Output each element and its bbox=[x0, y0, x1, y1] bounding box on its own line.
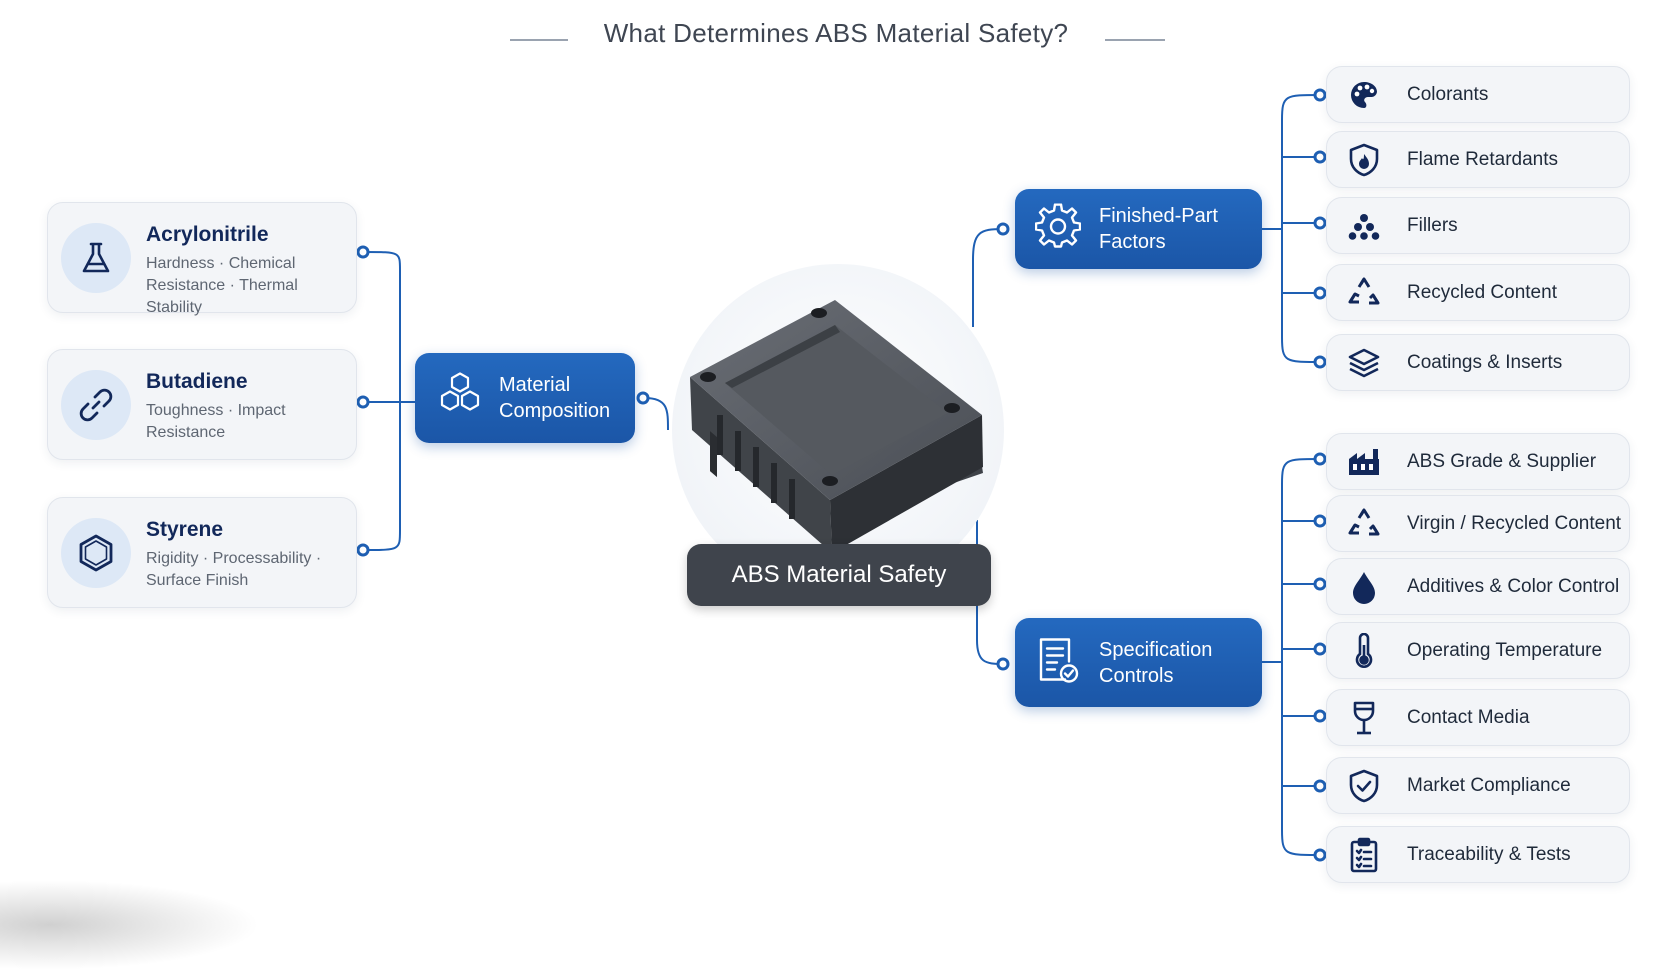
composition-card-acrylonitrile: Acrylonitrile Hardness · Chemical Resist… bbox=[47, 202, 357, 316]
factor-card-fillers: Fillers bbox=[1326, 197, 1630, 254]
control-label: Virgin / Recycled Content bbox=[1407, 512, 1622, 534]
title-rule-right bbox=[1105, 39, 1165, 41]
center-label: ABS Material Safety bbox=[687, 544, 991, 606]
composition-card-styrene: Styrene Rigidity · Processability · Surf… bbox=[47, 497, 357, 608]
connector-lines bbox=[356, 88, 1327, 862]
control-label: ABS Grade & Supplier bbox=[1407, 450, 1597, 472]
title-rule-left bbox=[510, 39, 568, 41]
control-card-additives-color: Additives & Color Control bbox=[1326, 558, 1630, 615]
factor-card-colorants: Colorants bbox=[1326, 66, 1630, 123]
factor-label: Fillers bbox=[1407, 214, 1458, 236]
composition-desc: Rigidity · Processability · Surface Fini… bbox=[146, 550, 322, 589]
factor-card-flame-retardants: Flame Retardants bbox=[1326, 131, 1630, 188]
wine-glass-icon bbox=[1347, 701, 1381, 735]
control-label: Operating Temperature bbox=[1407, 639, 1603, 661]
palette-icon bbox=[1347, 78, 1381, 112]
factor-label: Coatings & Inserts bbox=[1407, 351, 1563, 373]
hexagon-cluster-icon bbox=[435, 371, 485, 426]
thermometer-icon bbox=[1347, 632, 1381, 668]
recycle-icon bbox=[1347, 507, 1381, 541]
composition-title: Acrylonitrile bbox=[146, 223, 269, 246]
control-card-market-compliance: Market Compliance bbox=[1326, 757, 1630, 814]
factor-label: Recycled Content bbox=[1407, 281, 1557, 303]
control-card-virgin-recycled: Virgin / Recycled Content bbox=[1326, 495, 1630, 552]
hub-material-composition: Material Composition bbox=[415, 353, 635, 443]
hub-specification-controls: Specification Controls bbox=[1015, 618, 1262, 707]
control-label: Market Compliance bbox=[1407, 774, 1571, 796]
hub-label: Material Composition bbox=[499, 374, 611, 422]
factor-card-recycled-content: Recycled Content bbox=[1326, 264, 1630, 321]
control-label: Contact Media bbox=[1407, 706, 1530, 728]
factory-icon bbox=[1347, 445, 1381, 479]
shield-check-icon bbox=[1347, 769, 1381, 803]
hub-label: Specification Controls bbox=[1099, 638, 1213, 687]
control-card-abs-grade-supplier: ABS Grade & Supplier bbox=[1326, 433, 1630, 490]
hub-finished-part-factors: Finished-Part Factors bbox=[1015, 189, 1262, 269]
droplet-icon bbox=[1347, 570, 1381, 604]
control-card-contact-media: Contact Media bbox=[1326, 689, 1630, 746]
composition-desc: Hardness · Chemical Resistance · Thermal… bbox=[146, 255, 298, 316]
recycle-icon bbox=[1347, 276, 1381, 310]
factor-label: Flame Retardants bbox=[1407, 148, 1559, 170]
hexagon-icon bbox=[61, 518, 131, 588]
shield-flame-icon bbox=[1347, 143, 1381, 177]
gear-icon bbox=[1034, 203, 1082, 255]
hub-label: Finished-Part Factors bbox=[1099, 205, 1218, 253]
corner-shadow bbox=[0, 880, 260, 970]
composition-desc: Toughness · Impact Resistance bbox=[146, 402, 286, 441]
abs-part-image bbox=[690, 300, 983, 553]
factor-label: Colorants bbox=[1407, 83, 1489, 105]
dots-cluster-icon bbox=[1347, 209, 1381, 243]
composition-title: Butadiene bbox=[146, 370, 248, 393]
factor-card-coatings-inserts: Coatings & Inserts bbox=[1326, 334, 1630, 391]
control-label: Additives & Color Control bbox=[1407, 575, 1620, 597]
page-title: What Determines ABS Material Safety? bbox=[603, 18, 1069, 48]
layers-icon bbox=[1347, 346, 1381, 380]
flask-icon bbox=[61, 223, 131, 293]
clipboard-icon bbox=[1347, 837, 1381, 872]
composition-card-butadiene: Butadiene Toughness · Impact Resistance bbox=[47, 349, 357, 460]
control-label: Traceability & Tests bbox=[1407, 843, 1571, 865]
link-icon bbox=[61, 370, 131, 440]
composition-title: Styrene bbox=[146, 518, 224, 541]
control-card-traceability-tests: Traceability & Tests bbox=[1326, 826, 1630, 883]
document-check-icon bbox=[1035, 635, 1081, 690]
control-card-operating-temperature: Operating Temperature bbox=[1326, 622, 1630, 679]
